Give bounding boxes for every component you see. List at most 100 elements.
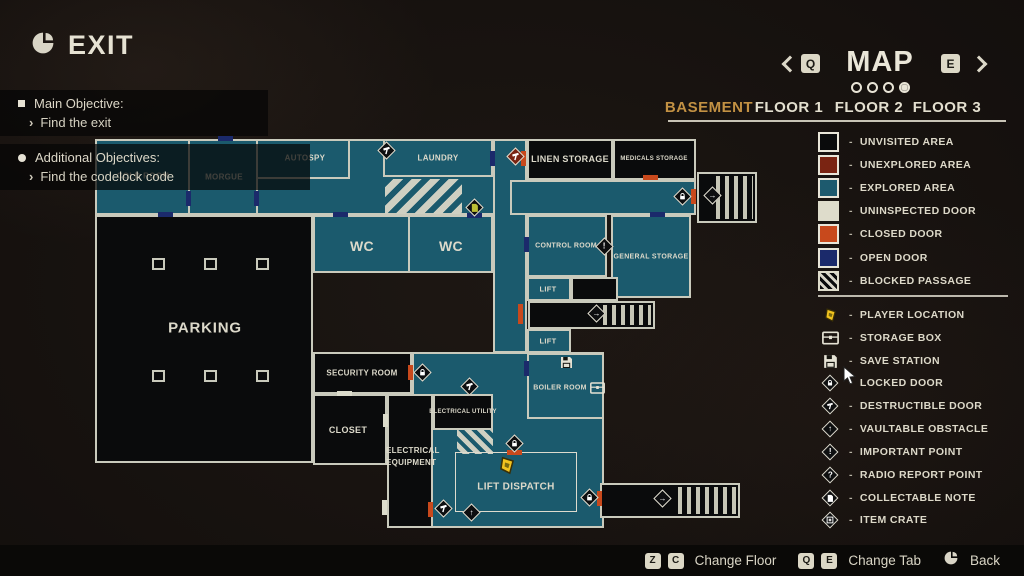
room-parking <box>95 215 313 463</box>
page-title: EXIT <box>68 30 135 60</box>
change-tab-control: Q E Change Tab <box>798 552 929 569</box>
tab-floor-1[interactable]: FLOOR 1 <box>754 99 824 116</box>
important-point-icon: ! <box>818 443 842 461</box>
closed-door-marker <box>428 502 433 517</box>
room-label: GENERAL STORAGE <box>613 253 689 261</box>
legend-label: EXPLORED AREA <box>849 182 955 194</box>
unexplored-swatch <box>818 155 839 175</box>
legend: UNVISITED AREA UNEXPLORED AREA EXPLORED … <box>818 0 1018 540</box>
next-tab-key-badge[interactable]: E <box>941 54 960 73</box>
legend-row: EXPLORED AREA <box>818 177 955 199</box>
page-dot <box>867 82 878 93</box>
tab-floor-3[interactable]: FLOOR 3 <box>912 99 982 116</box>
prev-tab-key-badge[interactable]: Q <box>801 54 820 73</box>
legend-row: OPEN DOOR <box>818 247 928 269</box>
room-label: WC <box>439 238 463 254</box>
closed-door-marker <box>521 151 526 166</box>
unvisited-swatch <box>818 132 839 152</box>
legend-label: IMPORTANT POINT <box>849 446 963 458</box>
player-location-icon <box>496 455 518 482</box>
room-lift-lower <box>527 329 571 353</box>
tab-basement[interactable]: BASEMENT <box>664 99 754 116</box>
map-title: MAP <box>846 46 914 78</box>
tab-floor-2[interactable]: FLOOR 2 <box>834 99 904 116</box>
legend-label: COLLECTABLE NOTE <box>849 492 976 504</box>
parking-pillar <box>256 258 269 270</box>
stairs-top-right <box>697 172 757 223</box>
closed-door-marker <box>518 304 523 324</box>
legend-row: PLAYER LOCATION <box>818 304 965 326</box>
corridor-vertical <box>493 139 527 353</box>
room-label: CONTROL ROOM <box>535 242 597 250</box>
open-door-marker <box>490 151 495 166</box>
objective-item: Find the codelock code <box>18 169 310 184</box>
open-door-marker <box>158 212 173 217</box>
stairs-steps <box>716 176 753 219</box>
legend-row: ! IMPORTANT POINT <box>818 441 963 463</box>
uninspected-door-swatch <box>818 201 839 221</box>
legend-label: UNEXPLORED AREA <box>849 159 971 171</box>
room-label: CLOSET <box>328 425 368 435</box>
key-c-badge[interactable]: C <box>667 552 684 569</box>
open-door-marker <box>524 361 529 376</box>
room-electrical-utility <box>433 394 493 430</box>
legend-row: STORAGE BOX <box>818 327 942 349</box>
stairs-steps <box>603 305 651 325</box>
footer-bar: Z C Change Floor Q E Change Tab Back <box>0 545 1024 576</box>
closed-door-marker <box>691 189 696 204</box>
legend-row: DESTRUCTIBLE DOOR <box>818 395 982 417</box>
room-lift-upper <box>527 277 571 301</box>
destructible-door-icon <box>818 397 842 415</box>
room-label: ELECTRICAL UTILITY <box>429 409 497 415</box>
storage-box-icon <box>818 331 842 345</box>
room-label: LIFT <box>539 336 557 346</box>
page-dot <box>883 82 894 93</box>
legend-label: STORAGE BOX <box>849 332 942 344</box>
room-label: WC <box>350 238 374 254</box>
explored-swatch <box>818 178 839 198</box>
location-title: EXIT <box>30 30 134 61</box>
uninspected-door-marker <box>383 414 388 427</box>
room-linen-storage <box>527 139 613 180</box>
legend-label: ITEM CRATE <box>849 514 927 526</box>
key-z-badge[interactable]: Z <box>644 552 661 569</box>
locked-door-icon <box>505 434 524 453</box>
room-label: MEDICALS STORAGE <box>620 156 688 162</box>
closed-door-marker <box>408 365 413 380</box>
locked-door-icon <box>580 488 599 507</box>
room-label: LAUNDRY <box>417 153 459 163</box>
stairs-bottom-right <box>600 483 740 518</box>
legend-label: UNVISITED AREA <box>849 136 954 148</box>
legend-divider <box>818 295 1008 297</box>
room-wc-block <box>313 215 493 273</box>
room-laundry <box>383 139 493 177</box>
destructible-door-icon <box>506 147 525 166</box>
room-label: LIFT DISPATCH <box>477 481 555 493</box>
legend-label: SAVE STATION <box>849 355 940 367</box>
page-dot <box>851 82 862 93</box>
room-label: LIFT <box>539 284 557 294</box>
radio-report-point-icon: ? <box>818 466 842 484</box>
legend-row: UNVISITED AREA <box>818 131 954 153</box>
locked-door-icon <box>673 187 692 206</box>
blocked-passage <box>385 179 462 214</box>
legend-label: PLAYER LOCATION <box>849 309 965 321</box>
legend-label: CLOSED DOOR <box>849 228 942 240</box>
mouse-button-icon <box>30 30 56 61</box>
uninspected-door-marker <box>382 500 387 515</box>
room-security <box>313 352 412 394</box>
change-floor-label: Change Floor <box>694 553 777 568</box>
back-label: Back <box>969 553 1000 568</box>
objective-item: Find the exit <box>18 115 268 130</box>
mouse-cursor <box>843 365 857 391</box>
storage-box-icon <box>590 381 605 399</box>
parking-pillar <box>152 370 165 382</box>
parking-pillar <box>204 370 217 382</box>
main-objective-panel: Main Objective: Find the exit <box>0 90 268 136</box>
wall-wc-divider <box>408 215 410 273</box>
parking-pillar <box>256 370 269 382</box>
key-q-badge[interactable]: Q <box>798 552 815 569</box>
legend-row: UNEXPLORED AREA <box>818 154 971 176</box>
back-control[interactable]: Back <box>943 550 1008 571</box>
key-e-badge[interactable]: E <box>821 552 838 569</box>
